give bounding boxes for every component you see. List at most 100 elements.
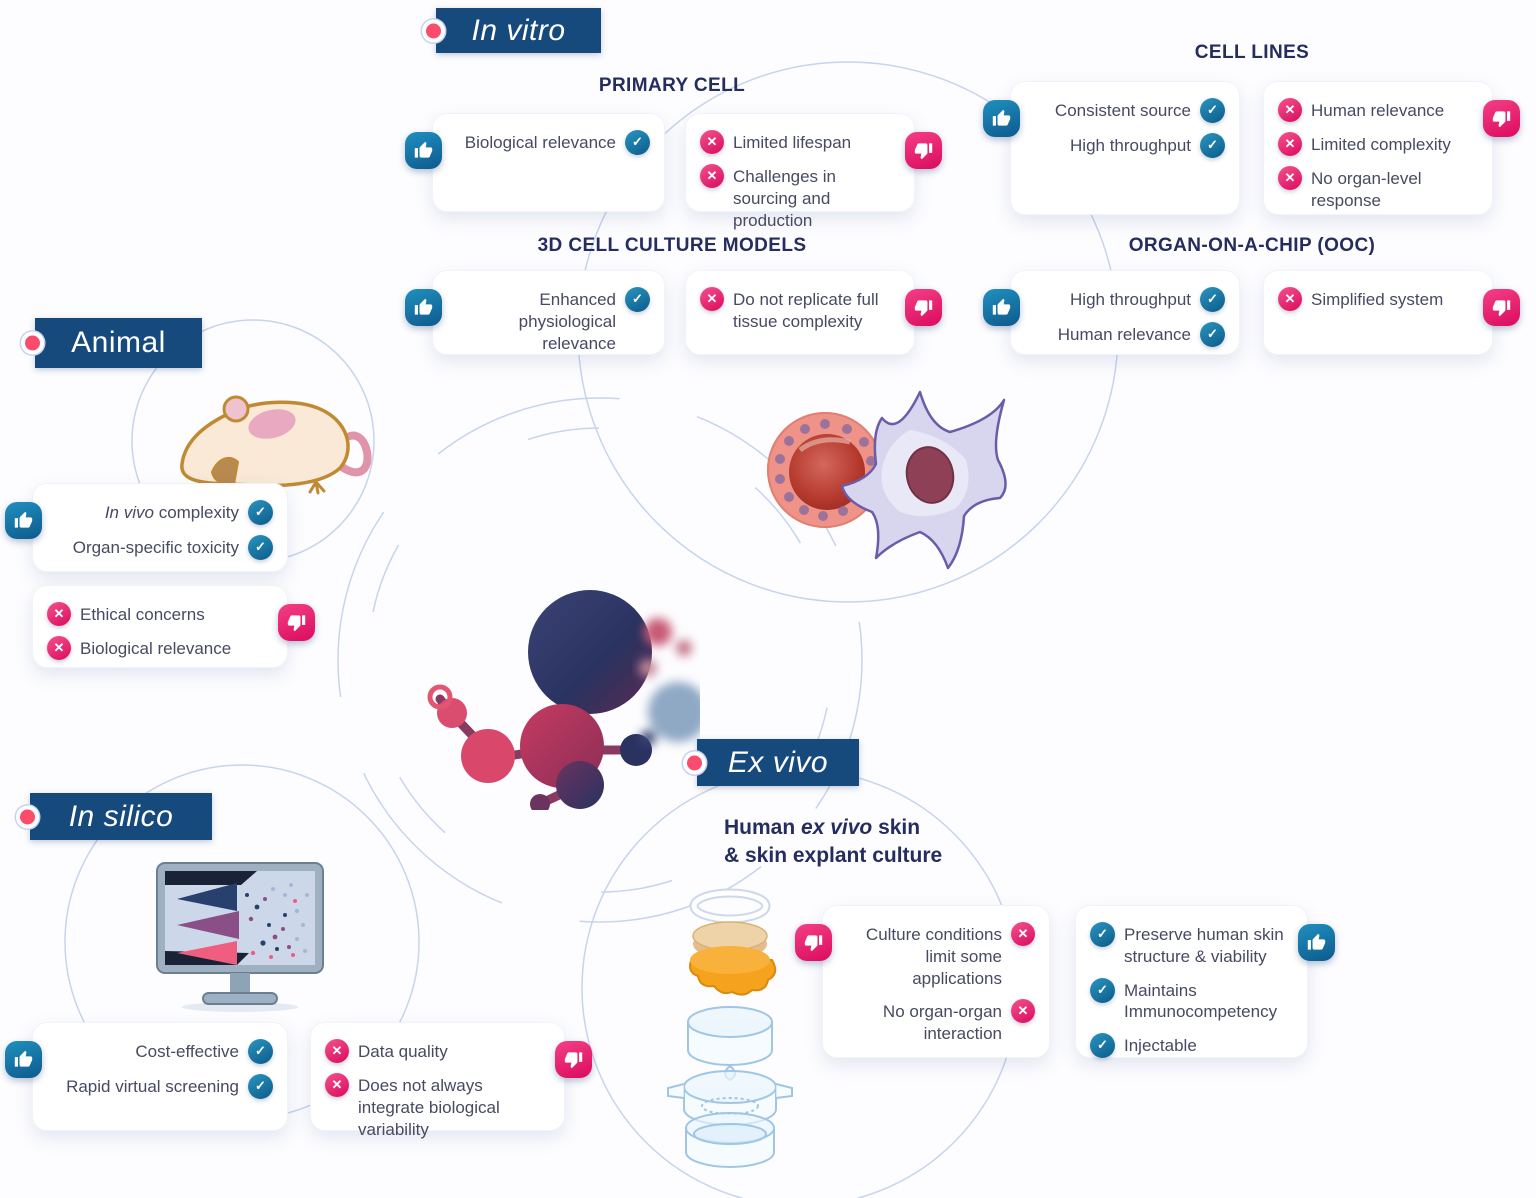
pink-dot-icon [20, 809, 35, 824]
exvivo-subtitle: Human ex vivo skin & skin explant cultur… [724, 814, 942, 871]
subtitle-pre: Human [724, 816, 802, 839]
con-label: Data quality [358, 1042, 448, 1061]
thumbs-down-icon [795, 924, 832, 961]
cells-illustration [767, 390, 1007, 570]
check-circle-icon: ✓ [1200, 133, 1225, 158]
x-circle-icon: ✕ [1278, 98, 1302, 122]
cell-lines-pros-card: Consistent source ✓ High throughput ✓ [983, 81, 1240, 215]
organ-on-a-chip-title: ORGAN-ON-A-CHIP (OOC) [1128, 235, 1376, 256]
subtitle-line2: & skin explant culture [724, 844, 943, 868]
pink-dot-icon [25, 335, 40, 351]
list-item: ✕ Ethical concerns [47, 602, 273, 626]
x-circle-icon: ✕ [700, 130, 724, 154]
pro-label: Cost-effective [135, 1042, 239, 1061]
list-item: Human relevance ✓ [1025, 322, 1225, 347]
thumbs-up-icon [5, 502, 42, 539]
check-circle-icon: ✓ [625, 287, 650, 312]
thumbs-up-icon [405, 132, 442, 169]
invitro-header-label: In vitro [471, 13, 566, 47]
subtitle-post: skin [872, 816, 921, 839]
invitro-header: In vitro [426, 8, 601, 53]
list-item: ✓ Preserve human skin structure & viabil… [1090, 922, 1293, 968]
con-label: Simplified system [1311, 290, 1444, 309]
animal-header: Animal [25, 318, 202, 368]
computer-monitor-illustration [156, 862, 324, 1012]
x-circle-icon: ✕ [47, 602, 71, 626]
check-circle-icon: ✓ [248, 1039, 273, 1064]
thumbs-down-icon [1483, 289, 1520, 326]
check-circle-icon: ✓ [1200, 287, 1225, 312]
latin-term: In vivo [104, 503, 154, 522]
animal-header-label: Animal [71, 326, 166, 359]
insilico-pros-card: Cost-effective ✓ Rapid virtual screening… [5, 1022, 288, 1131]
thumbs-down-icon [555, 1041, 592, 1078]
pro-label: Consistent source [1054, 101, 1191, 120]
check-circle-icon: ✓ [1200, 98, 1225, 123]
list-item: ✕ Challenges in sourcing and production [700, 164, 900, 231]
pro-label: Preserve human skin structure & viabilit… [1124, 925, 1284, 966]
list-item: High throughput ✓ [1025, 133, 1225, 158]
x-circle-icon: ✕ [1278, 166, 1302, 190]
pro-label: High throughput [1070, 136, 1191, 155]
check-circle-icon: ✓ [625, 130, 650, 155]
animal-cons-card: ✕ Ethical concerns ✕ Biological relevanc… [32, 585, 315, 668]
pink-dot-icon [687, 755, 702, 770]
list-item: ✕ Do not replicate full tissue complexit… [700, 287, 900, 333]
insilico-cons-card: ✕ Data quality ✕ Does not always integra… [310, 1022, 592, 1139]
3d-cell-culture-title: 3D CELL CULTURE MODELS [537, 235, 807, 256]
check-circle-icon: ✓ [1090, 977, 1115, 1003]
x-circle-icon: ✕ [1278, 132, 1302, 156]
list-item: Culture conditions limit some applicatio… [837, 922, 1035, 989]
con-label: Do not replicate full tissue complexity [733, 290, 879, 331]
pink-dot-icon [426, 23, 441, 38]
list-item: ✕ Simplified system [1278, 287, 1478, 311]
list-item: Biological relevance ✓ [447, 130, 650, 155]
con-label: No organ-level response [1311, 169, 1422, 210]
thumbs-up-icon [5, 1041, 42, 1078]
x-circle-icon: ✕ [325, 1073, 349, 1097]
check-circle-icon: ✓ [1090, 922, 1115, 947]
pro-label: Human relevance [1057, 325, 1191, 344]
con-label: Human relevance [1311, 101, 1445, 120]
list-item: Rapid virtual screening ✓ [47, 1074, 273, 1099]
list-item: ✕ No organ-level response [1278, 166, 1478, 212]
pro-label: High throughput [1070, 290, 1191, 309]
x-circle-icon: ✕ [700, 164, 724, 188]
insilico-header: In silico [20, 793, 212, 840]
check-circle-icon: ✓ [248, 1074, 273, 1099]
x-circle-icon: ✕ [1011, 999, 1035, 1024]
list-item: ✕ Limited lifespan [700, 130, 900, 154]
con-label: Challenges in sourcing and production [733, 167, 837, 230]
list-item: In vivo complexity ✓ [47, 500, 273, 525]
pro-label: Enhanced physiological relevance [518, 290, 616, 353]
cell-lines-cons-card: ✕ Human relevance ✕ Limited complexity ✕… [1263, 81, 1520, 215]
exvivo-cons-card: Culture conditions limit some applicatio… [795, 905, 1050, 1058]
x-circle-icon: ✕ [47, 636, 71, 660]
list-item: ✕ Limited complexity [1278, 132, 1478, 156]
thumbs-up-icon [405, 289, 442, 326]
con-label: Limited lifespan [733, 133, 852, 152]
3d-culture-cons-card: ✕ Do not replicate full tissue complexit… [685, 270, 942, 355]
primary-cell-title: PRIMARY CELL [598, 75, 746, 96]
thumbs-up-icon [1298, 924, 1335, 961]
thumbs-up-icon [983, 100, 1020, 137]
pro-label: Maintains Immunocompetency [1124, 980, 1278, 1022]
exvivo-pros-card: ✓ Preserve human skin structure & viabil… [1075, 905, 1335, 1058]
thumbs-down-icon [905, 289, 942, 326]
x-circle-icon: ✕ [1011, 922, 1035, 946]
con-label: Culture conditions limit some applicatio… [865, 925, 1002, 988]
ooc-pros-card: High throughput ✓ Human relevance ✓ [983, 270, 1240, 355]
x-circle-icon: ✕ [325, 1039, 349, 1063]
thumbs-down-icon [905, 132, 942, 169]
check-circle-icon: ✓ [248, 535, 273, 560]
con-label: No organ-organ interaction [882, 1002, 1002, 1043]
con-label: Ethical concerns [80, 605, 205, 624]
con-label: Limited complexity [1311, 135, 1451, 154]
thumbs-up-icon [983, 289, 1020, 326]
list-item: Organ-specific toxicity ✓ [47, 535, 273, 560]
con-label: Biological relevance [80, 639, 232, 658]
insilico-header-label: In silico [68, 799, 174, 833]
x-circle-icon: ✕ [700, 287, 724, 311]
pro-label: In vivo complexity [105, 500, 239, 524]
